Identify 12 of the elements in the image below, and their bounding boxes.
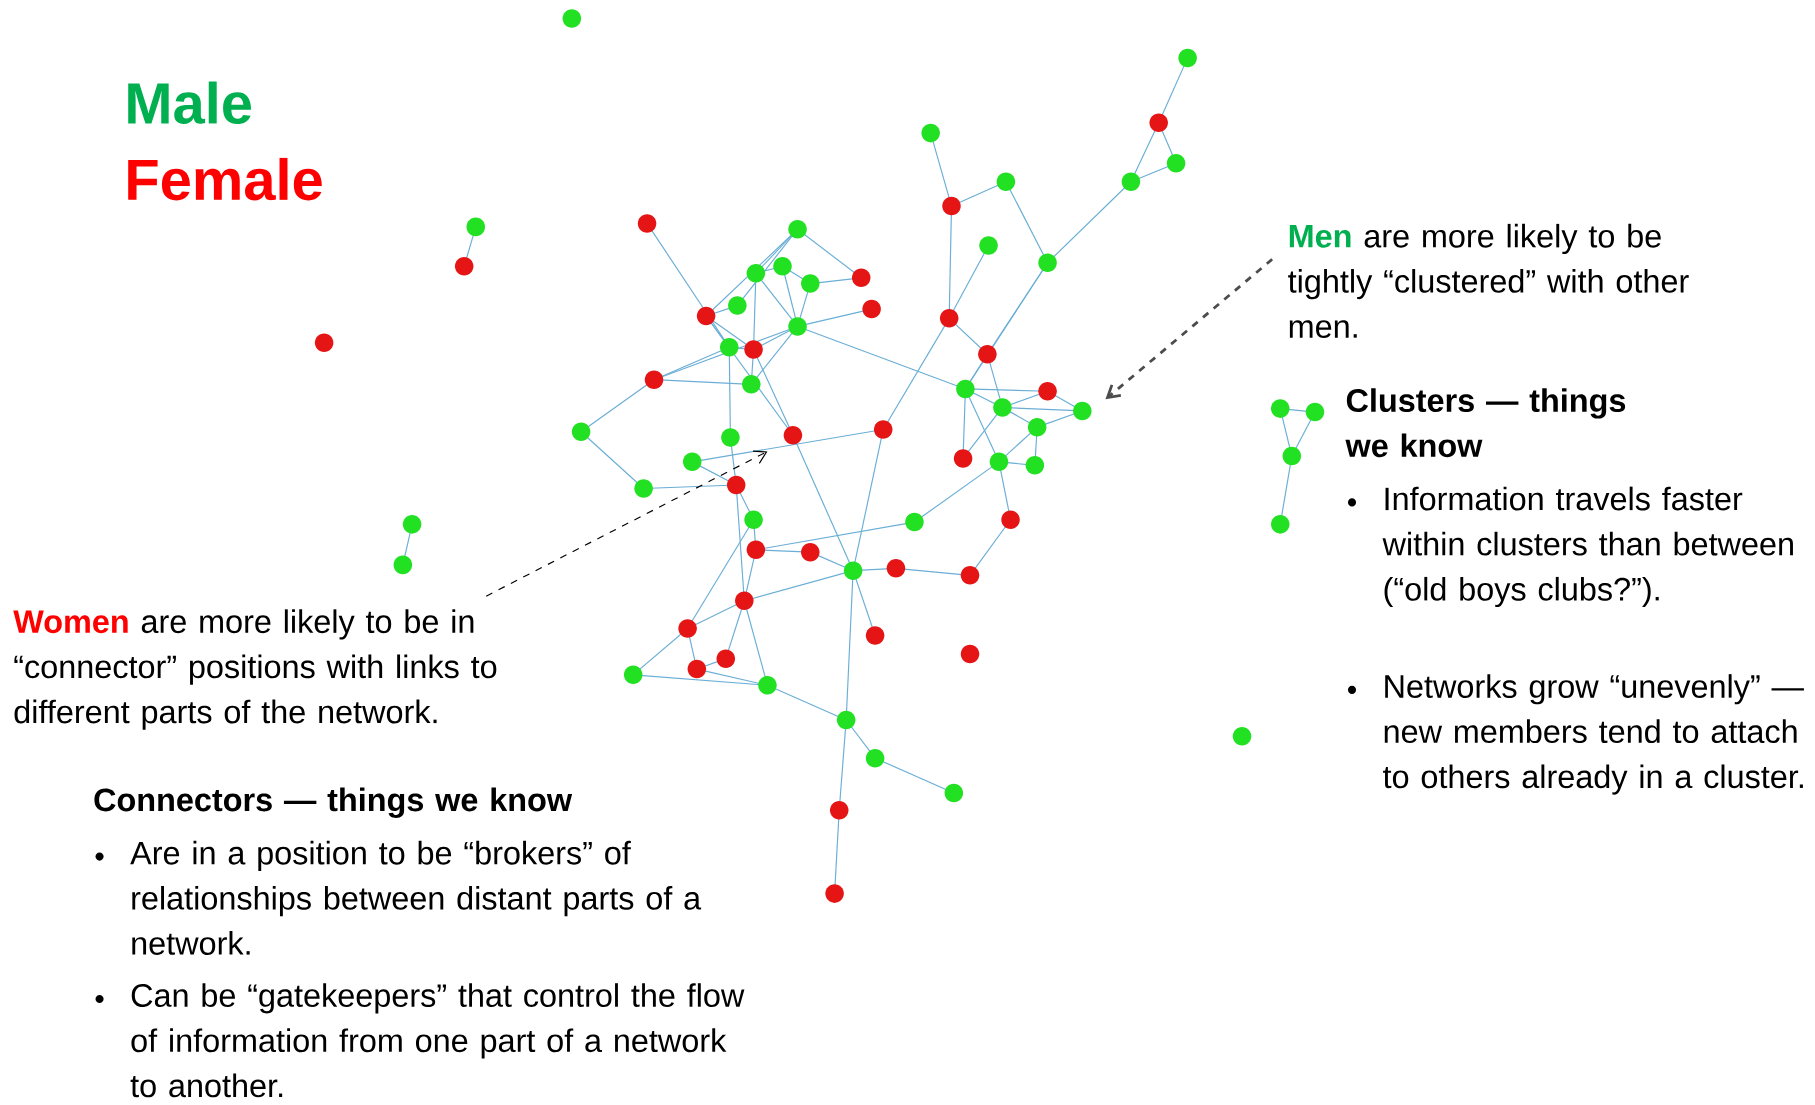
legend-label: Female: [128, 157, 322, 201]
annotation-text: Men are more likely to be tightly “clustered” with other men.: [1288, 223, 1689, 338]
legend-label: Male: [128, 81, 251, 124]
leader-line: [485, 450, 768, 597]
bullet-text: Are in a position to be “brokers” of relationships between distant parts of a network.: [130, 840, 702, 955]
section-heading: Connectors — things we know: [94, 787, 573, 818]
leader-line: [1105, 258, 1274, 400]
bullet-text: Can be “gatekeepers” that control the flow of information from one part of a network to another.: [130, 983, 745, 1098]
bullet-text: Information travels faster within clusters than between (“old boys clubs?”).: [1382, 486, 1793, 607]
bullet-text: Networks grow “unevenly” — new members tend to attach to others already in a cluster.: [1383, 673, 1804, 795]
section-heading: Clusters — things we know: [1345, 388, 1626, 457]
annotation-text: Women are more likely to be in “connector” positions with links to different parts of the network.: [13, 609, 497, 730]
